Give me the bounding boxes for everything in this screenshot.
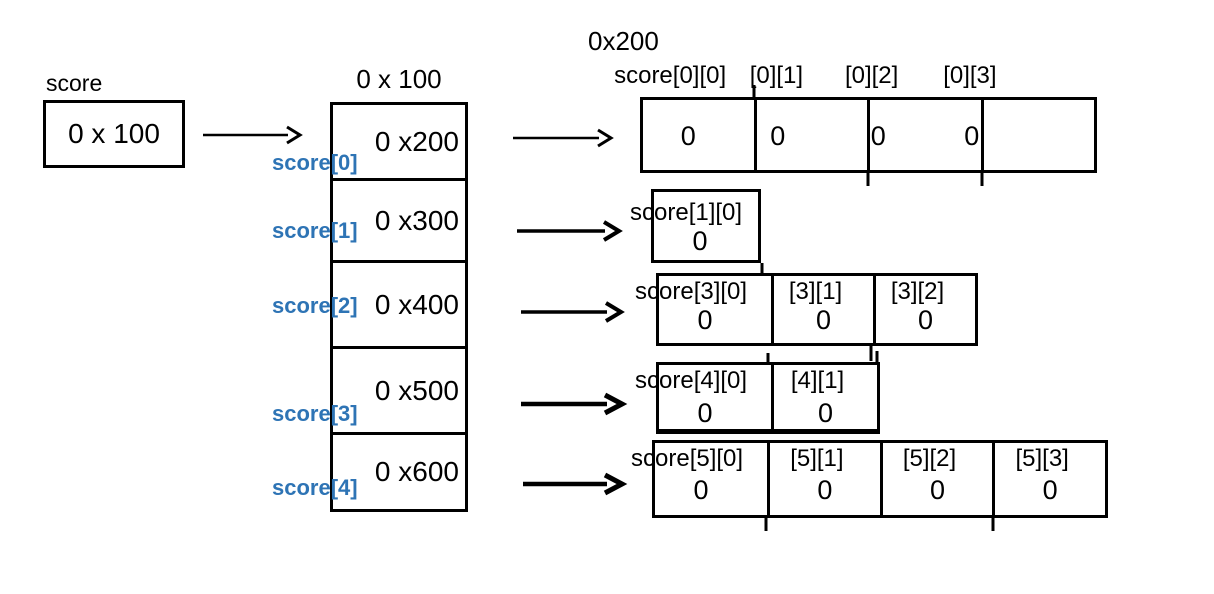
cell-value: 0 bbox=[770, 120, 786, 151]
cell-value: 0 bbox=[818, 398, 834, 429]
row4-array-box: score[4][0] 0 [4][1] 0 bbox=[635, 362, 880, 434]
row0-address: 0x200 bbox=[588, 26, 659, 56]
row1-array-box: score[1][0] 0 bbox=[630, 189, 761, 263]
array-cell: score[1][0] 0 bbox=[630, 192, 766, 260]
cell-value: 0 bbox=[697, 398, 713, 429]
element-label: score[1][0] bbox=[630, 199, 743, 226]
cell-value: 0 bbox=[692, 226, 708, 257]
array-cell: 0 bbox=[964, 100, 1095, 170]
element-label: [0][2] bbox=[844, 62, 899, 89]
cell-value: 0 bbox=[1042, 475, 1058, 506]
array-cell: score[4][0] 0 bbox=[635, 365, 771, 429]
pointer-name-score-1: score[1] bbox=[272, 218, 358, 243]
arrow-score3-to-row bbox=[521, 392, 628, 416]
element-label: [5][3] bbox=[1015, 445, 1069, 472]
pointer-array-cell: 0 x300 bbox=[333, 181, 465, 263]
array-cell: [3][1] 0 bbox=[771, 276, 873, 343]
row0-array-box: 0 0 0 0 bbox=[640, 97, 1097, 173]
arrow-score0-to-row bbox=[513, 128, 614, 148]
pointer-value: 0 x300 bbox=[374, 204, 459, 236]
pointer-name-score-2: score[2] bbox=[272, 293, 358, 318]
element-label: [4][1] bbox=[790, 367, 845, 394]
score-variable-label: score bbox=[46, 70, 103, 96]
element-label: [3][2] bbox=[890, 278, 945, 305]
row3-array-box: score[3][0] 0 [3][1] 0 [3][2] 0 bbox=[635, 273, 978, 346]
array-cell: score[3][0] 0 bbox=[635, 276, 771, 343]
arrow-score4-to-row bbox=[523, 472, 628, 496]
pointer-value: 0 x400 bbox=[374, 288, 459, 320]
score-variable-value: 0 x 100 bbox=[68, 118, 160, 149]
array-cell: score[5][0] 0 bbox=[631, 443, 767, 515]
pointer-array-cell: 0 x600 bbox=[333, 435, 465, 509]
array-cell: 0 bbox=[643, 100, 754, 170]
cell-value: 0 bbox=[693, 475, 709, 506]
cell-value: 0 bbox=[918, 305, 934, 336]
cell-value: 0 bbox=[680, 120, 696, 151]
pointer-value: 0 x500 bbox=[374, 374, 459, 406]
cell-value: 0 bbox=[817, 475, 833, 506]
pointer-name-score-3: score[3] bbox=[272, 401, 358, 426]
arrow-score1-to-row bbox=[517, 220, 623, 242]
array-cell: 0 bbox=[867, 100, 981, 170]
array-cell: [5][1] 0 bbox=[767, 443, 880, 515]
element-label: [0][1] bbox=[749, 62, 804, 89]
array-cell: [3][2] 0 bbox=[873, 276, 975, 343]
cell-value: 0 bbox=[697, 305, 713, 336]
score-variable-box: 0 x 100 bbox=[43, 100, 185, 168]
row5-array-box: score[5][0] 0 [5][1] 0 [5][2] 0 [5][3] 0 bbox=[631, 440, 1108, 518]
pointer-name-score-0: score[0] bbox=[272, 150, 358, 175]
arrow-score-to-pointer-array bbox=[203, 125, 303, 145]
pointer-array-address: 0 x 100 bbox=[356, 64, 442, 94]
array-cell: [5][3] 0 bbox=[992, 443, 1105, 515]
element-label: score[0][0] bbox=[614, 62, 727, 89]
cell-value: 0 bbox=[930, 475, 946, 506]
array-cell: [5][2] 0 bbox=[879, 443, 993, 515]
element-label: [0][3] bbox=[943, 62, 997, 89]
arrow-score2-to-row bbox=[521, 301, 625, 323]
element-label: [5][1] bbox=[790, 445, 844, 472]
element-label: score[5][0] bbox=[631, 445, 744, 472]
element-label: [5][2] bbox=[902, 445, 957, 472]
pointer-name-score-4: score[4] bbox=[272, 475, 358, 500]
pointer-array-box: 0 x200 0 x300 0 x400 0 x500 0 x600 bbox=[330, 102, 468, 512]
element-label: [3][1] bbox=[788, 278, 843, 305]
cell-value: 0 bbox=[816, 305, 832, 336]
array-cell: [4][1] 0 bbox=[771, 365, 877, 429]
pointer-array-cell: 0 x500 bbox=[333, 349, 465, 435]
array-cell: 0 bbox=[753, 100, 868, 170]
pointer-value: 0 x600 bbox=[374, 456, 459, 487]
element-label: score[4][0] bbox=[635, 367, 748, 394]
row0-element-labels: score[0][0] [0][1] [0][2] [0][3] bbox=[614, 62, 1097, 90]
pointer-array-cell: 0 x200 bbox=[333, 105, 465, 181]
cell-value: 0 bbox=[964, 120, 980, 151]
pointer-array-cell: 0 x400 bbox=[333, 263, 465, 349]
element-label: score[3][0] bbox=[635, 278, 748, 305]
cell-value: 0 bbox=[870, 120, 886, 151]
pointer-value: 0 x200 bbox=[374, 125, 459, 157]
